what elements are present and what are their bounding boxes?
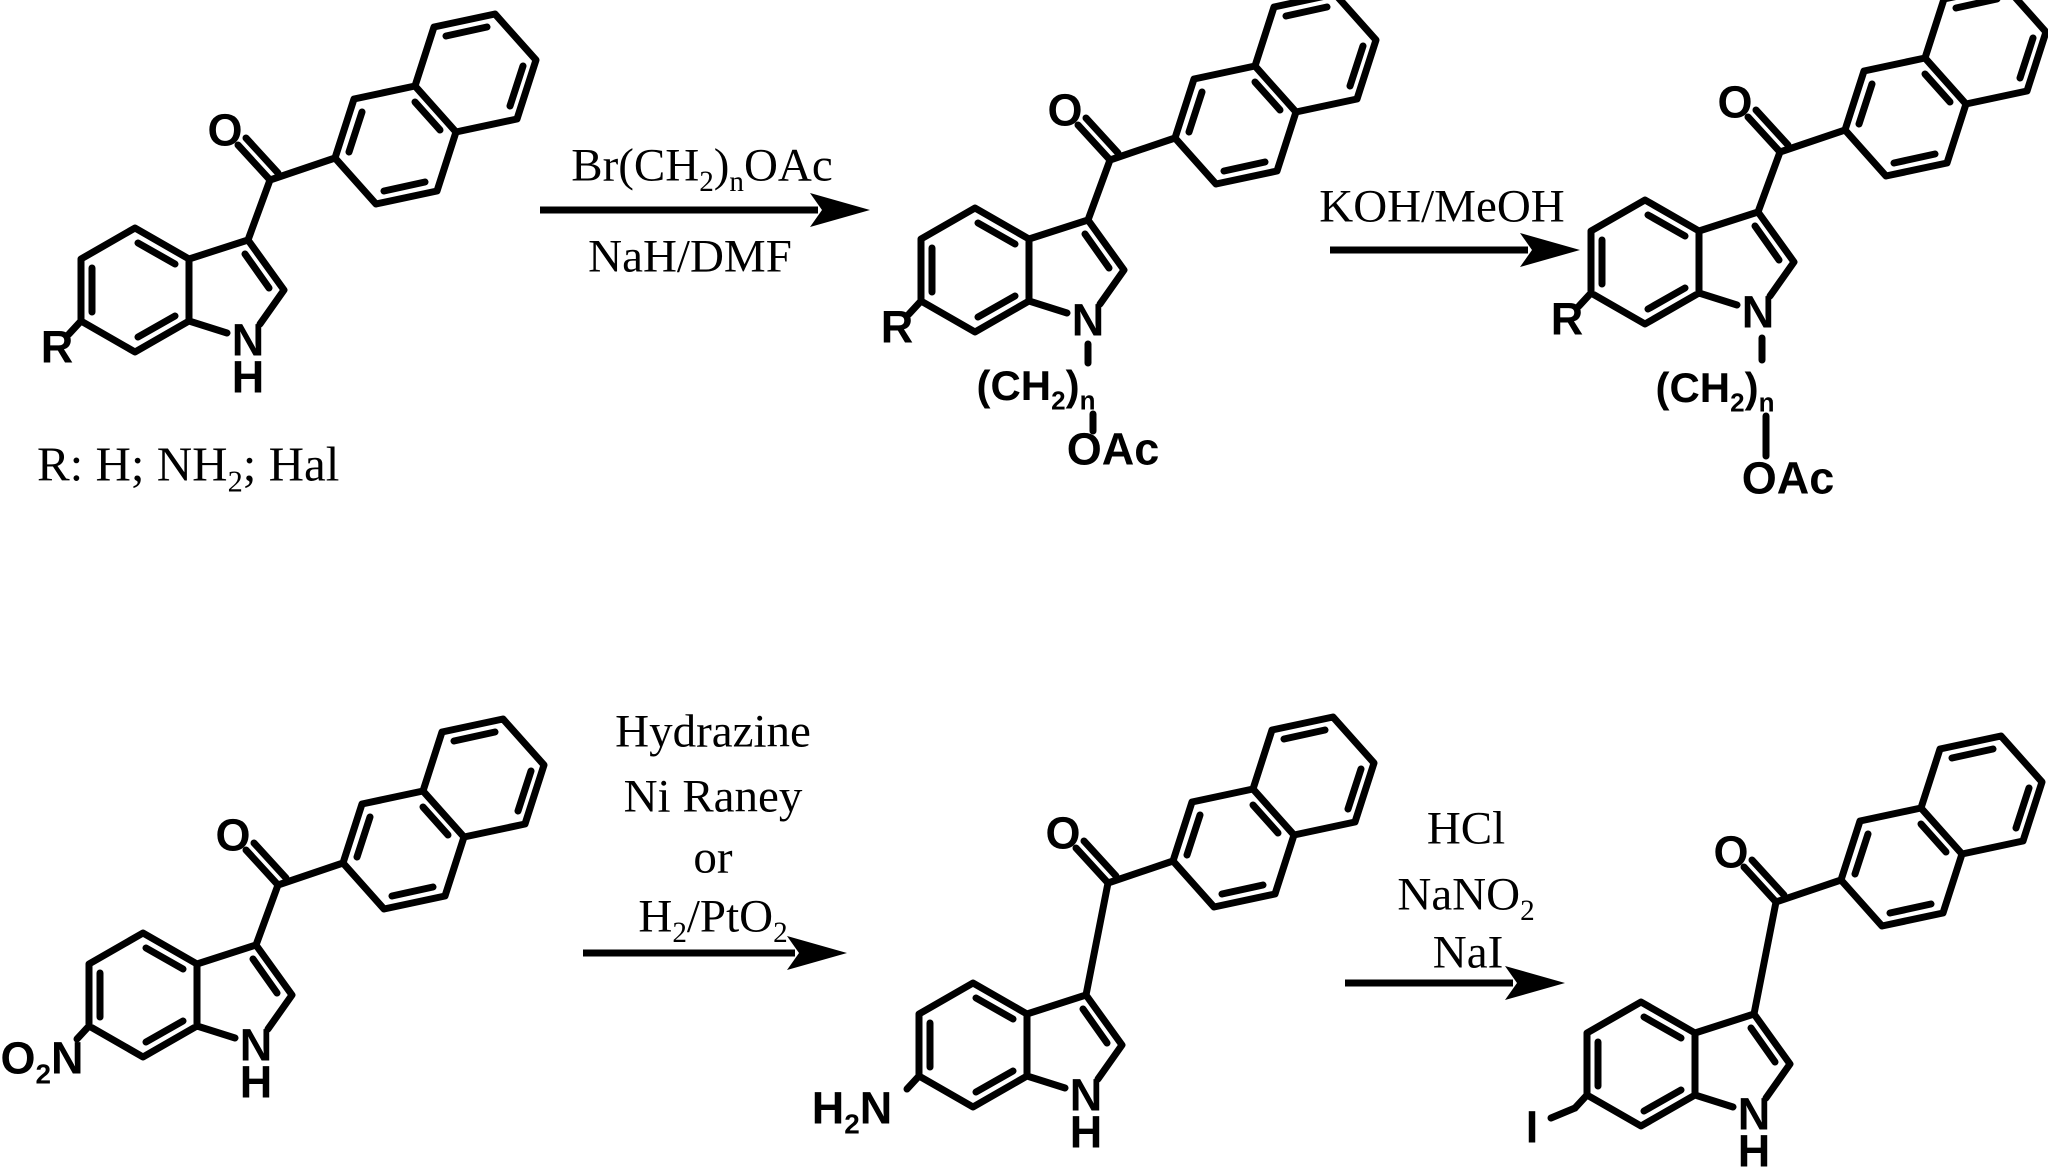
r-group-legend: R: H; NH2; Hal [37, 436, 340, 499]
structure-1-indole-naphthoyl [69, 14, 536, 352]
atom-label-acetate: OAc [1066, 423, 1160, 475]
atom-label-amino: H2N [811, 1082, 893, 1140]
atom-label-acetate: OAc [1741, 452, 1835, 504]
atom-label-r-group: R [40, 321, 74, 373]
arrow-4-reagent-line-3: NaI [1432, 926, 1504, 979]
atom-label-nitrogen: N [1741, 286, 1775, 338]
atom-label-methylene-chain: (CH2)n [1655, 364, 1775, 418]
atom-label-nitrogen: N [1737, 1088, 1771, 1140]
structure-4-nitro [77, 719, 544, 1057]
atom-label-r-group: R [1550, 293, 1584, 345]
arrow-3-reagent-line-1: Hydrazine [615, 705, 811, 758]
structure-3-chain-bonds [1758, 334, 1770, 460]
arrow-4-reagent-line-2: NaNO2 [1397, 868, 1535, 927]
arrow-step-2 [1330, 233, 1580, 267]
atom-label-oxygen: O [215, 809, 251, 861]
atom-label-r-group: R [880, 301, 914, 353]
arrow-step-3 [583, 936, 847, 970]
atom-label-oxygen: O [1047, 84, 1083, 136]
arrow-step-4 [1345, 966, 1565, 1000]
atom-label-hydrogen: H [1737, 1125, 1771, 1169]
arrow-3-reagent-line-4: H2/PtO2 [638, 890, 788, 949]
structure-2-chain-bonds [1084, 340, 1097, 435]
atom-label-nitrogen: N [1071, 294, 1105, 346]
atom-label-hydrogen: H [231, 351, 265, 403]
arrow-1-reagent-below: NaH/DMF [588, 230, 792, 283]
structure-3-product [1579, 0, 2046, 324]
atom-label-iodo: I [1525, 1101, 1539, 1153]
structure-5-amino [907, 717, 1374, 1107]
atom-label-nitrogen: N [1069, 1069, 1103, 1121]
atom-label-oxygen: O [1713, 826, 1749, 878]
atom-label-oxygen: O [207, 104, 243, 156]
atom-label-oxygen: O [1717, 76, 1753, 128]
arrow-1-reagent-above: Br(CH2)nOAc [571, 139, 833, 198]
arrow-2-reagent-above: KOH/MeOH [1319, 180, 1565, 233]
arrow-step-1 [540, 193, 870, 227]
atom-label-oxygen: O [1045, 807, 1081, 859]
structure-6-iodo [1575, 736, 2042, 1126]
atom-label-nitrogen: N [239, 1019, 273, 1071]
atom-label-nitro: O2N [0, 1032, 84, 1090]
arrow-3-reagent-line-3: or [693, 831, 733, 884]
structure-6-iodo-bond [1547, 1104, 1579, 1122]
arrow-4-reagent-line-1: HCl [1426, 802, 1506, 855]
atom-label-nitrogen: N [231, 314, 265, 366]
arrow-3-reagent-line-2: Ni Raney [623, 770, 803, 823]
atom-label-hydrogen: H [239, 1056, 273, 1108]
structure-2-n-alkyl-acetate [909, 0, 1376, 332]
atom-label-hydrogen: H [1069, 1106, 1103, 1158]
atom-label-methylene-chain: (CH2)n [976, 362, 1096, 416]
